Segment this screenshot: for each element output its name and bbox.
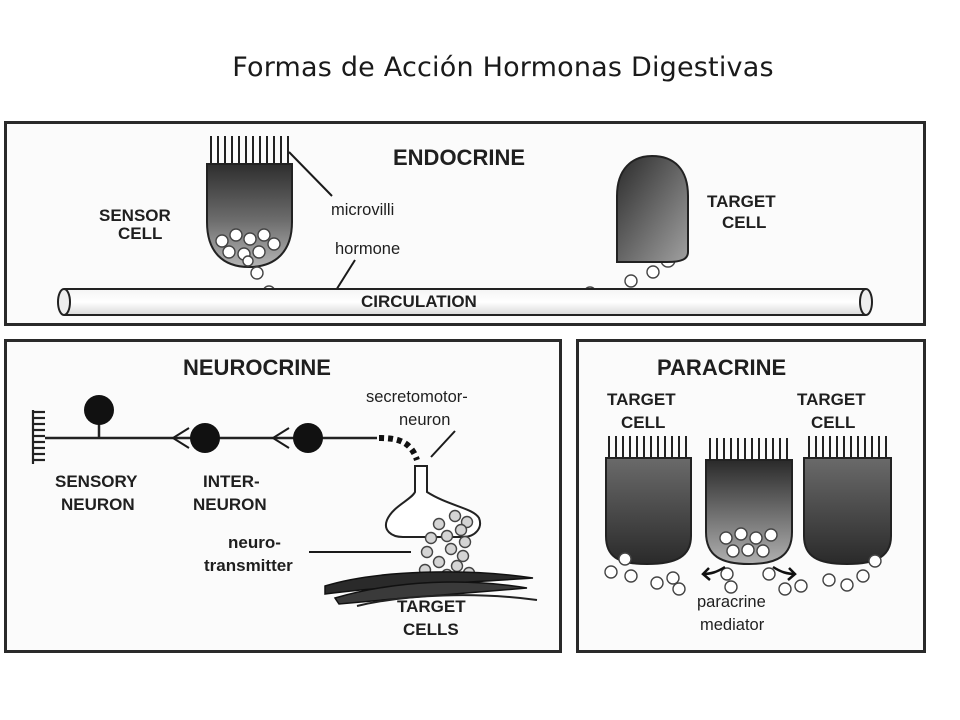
interneuron-label-1: INTER-	[203, 472, 260, 491]
sensor-cell	[206, 136, 293, 269]
hormone-granules	[215, 228, 281, 267]
hormone-label: hormone	[335, 240, 400, 258]
paracrine-target-cell-right	[803, 436, 892, 566]
synapse-1	[171, 427, 190, 449]
microvilli-leader	[288, 151, 333, 197]
interneuron-label-2: NEURON	[193, 495, 267, 514]
page-title: Formas de Acción Hormonas Digestivas	[232, 52, 774, 83]
paracrine-diagram: PARACRINE TARGET CELL TARGET CELL	[604, 355, 892, 634]
sensor-cell-label-1: SENSOR	[99, 206, 171, 225]
synapse-2	[271, 427, 290, 449]
interneuron-soma	[190, 423, 220, 453]
endocrine-panel[interactable]: ENDOCRINE	[4, 121, 926, 326]
diffusion-arrows	[701, 565, 797, 581]
neurocrine-target-cells	[324, 571, 538, 607]
target-cell-left-label-2: CELL	[621, 413, 665, 432]
secretomotor-leader	[430, 430, 456, 458]
secretomotor-label-1: secretomotor-	[366, 388, 468, 406]
paracrine-mediator-particles	[604, 552, 882, 596]
endocrine-heading: ENDOCRINE	[393, 145, 525, 170]
target-cells-label-2: CELLS	[403, 620, 459, 639]
target-cell-label-1: TARGET	[707, 192, 776, 211]
secretomotor-axon	[378, 435, 420, 462]
neurotransmitter-label-2: transmitter	[204, 556, 293, 575]
microvilli-label: microvilli	[331, 201, 394, 219]
target-cell-right-label-2: CELL	[811, 413, 855, 432]
paracrine-panel[interactable]: PARACRINE TARGET CELL TARGET CELL	[576, 339, 926, 653]
circulation-label: CIRCULATION	[361, 292, 477, 311]
neurocrine-heading: NEUROCRINE	[183, 355, 331, 380]
microvilli-fringe	[210, 136, 289, 164]
target-cell-left-label-1: TARGET	[607, 390, 676, 409]
paracrine-target-cell-left	[605, 436, 692, 566]
sensor-cell-label-2: CELL	[118, 224, 162, 243]
paracrine-secreting-cell	[705, 438, 793, 566]
sensory-neuron-label-1: SENSORY	[55, 472, 138, 491]
circulation-vessel	[57, 288, 873, 316]
endocrine-diagram: ENDOCRINE	[57, 136, 873, 316]
paracrine-mediator-label-1: paracrine	[697, 593, 766, 611]
sensory-ending	[31, 410, 45, 464]
target-cell-label-2: CELL	[722, 213, 766, 232]
target-cells-label-1: TARGET	[397, 597, 466, 616]
paracrine-mediator-label-2: mediator	[700, 616, 765, 634]
sensory-neuron-soma	[84, 395, 114, 438]
neurocrine-panel[interactable]: NEUROCRINE SENSORY NEURON INTER	[4, 339, 562, 653]
secretomotor-soma	[293, 423, 323, 453]
neurotransmitter-label-1: neuro-	[228, 533, 281, 552]
paracrine-heading: PARACRINE	[657, 355, 786, 380]
neurocrine-diagram: NEUROCRINE SENSORY NEURON INTER	[31, 355, 538, 639]
endocrine-target-cell	[616, 154, 689, 263]
sensory-neuron-label-2: NEURON	[61, 495, 135, 514]
secretomotor-label-2: neuron	[399, 411, 450, 429]
target-cell-right-label-1: TARGET	[797, 390, 866, 409]
